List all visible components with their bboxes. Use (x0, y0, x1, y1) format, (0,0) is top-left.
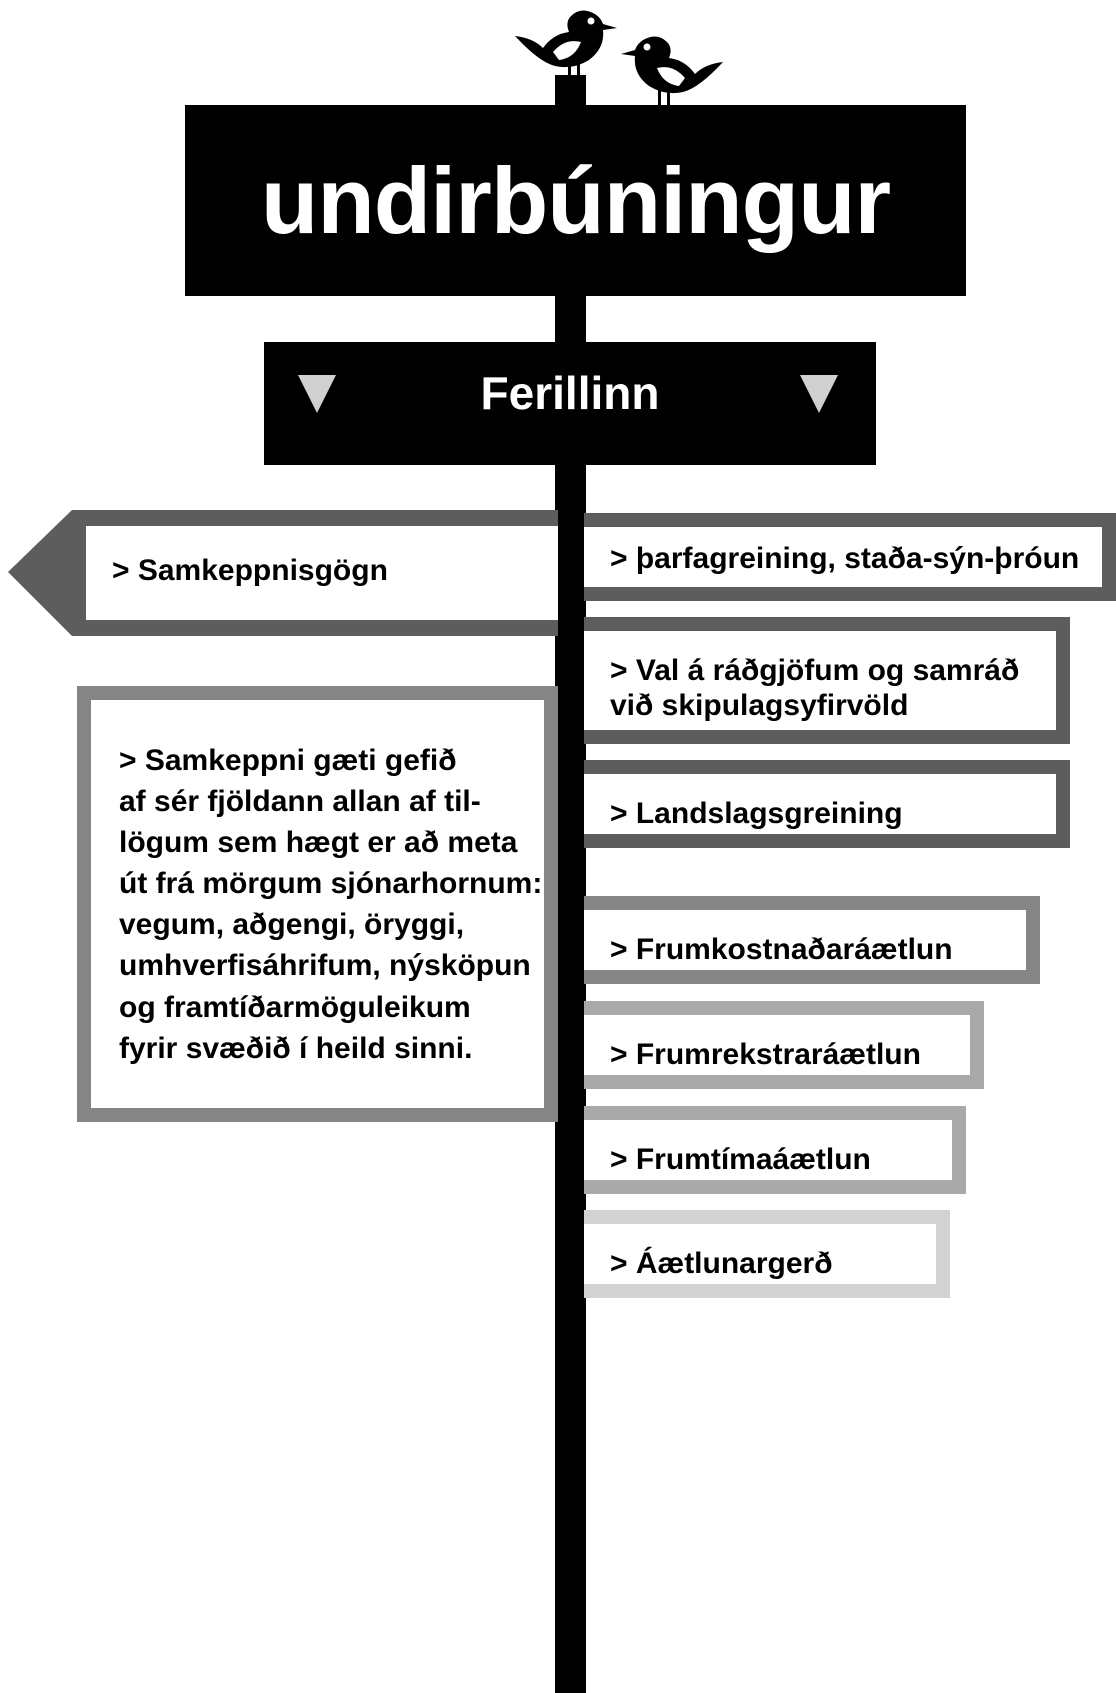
info-line: og framtíðarmöguleikum (119, 990, 471, 1024)
triangle-down-icon (800, 375, 838, 413)
subtitle-sign: Ferillinn (264, 342, 876, 465)
right-sign-frumrekstraraaetlun: > Frumrekstraráætlun (584, 1001, 984, 1089)
right-sign-aaetlunargerd: > Áætlunargerð (584, 1210, 950, 1298)
right-sign-landslagsgreining: > Landslagsgreining (584, 760, 1070, 848)
bird-icon (515, 10, 617, 80)
sign-label: > Val á ráðgjöfum og samráð við skipulag… (610, 653, 1019, 724)
triangle-down-icon (298, 375, 336, 413)
bird-icon (621, 36, 723, 106)
left-arrow-shape (8, 510, 558, 636)
left-info-box: > Samkeppni gæti gefið af sér fjöldann a… (77, 686, 558, 1122)
sign-label-line: við skipulagsyfirvöld (610, 689, 909, 723)
info-line: út frá mörgum sjónarhornum: (119, 867, 543, 901)
sign-label: > Frumtímaáætlun (610, 1143, 871, 1176)
sign-label: > Áætlunargerð (610, 1247, 833, 1280)
info-line: af sér fjöldann allan af til- (119, 785, 481, 819)
sign-label: > Landslagsgreining (610, 797, 903, 830)
sign-label: > Frumrekstraráætlun (610, 1038, 921, 1071)
sign-label-line: > Val á ráðgjöfum og samráð (610, 654, 1020, 687)
right-sign-tharfagreining: > þarfagreining, staða-sýn-þróun (584, 513, 1116, 601)
signpost-pole (555, 75, 586, 1693)
info-line: > Samkeppni gæti gefið (119, 744, 457, 777)
title-sign: undirbúningur (185, 105, 966, 296)
title: undirbúningur (260, 147, 891, 253)
info-text: > Samkeppni gæti gefið af sér fjöldann a… (119, 740, 542, 1069)
info-line: lögum sem hægt er að meta (119, 826, 518, 860)
right-sign-frumtimaaaetlun: > Frumtímaáætlun (584, 1106, 966, 1194)
left-sign-samkeppnisgogn: > Samkeppnisgögn (8, 510, 558, 636)
subtitle: Ferillinn (480, 367, 660, 419)
info-line: vegum, aðgengi, öryggi, (119, 908, 465, 942)
right-sign-frumkostnadaraetlun: > Frumkostnaðaráætlun (584, 896, 1040, 984)
info-line: fyrir svæðið í heild sinni. (119, 1031, 473, 1065)
sign-label: > Samkeppnisgögn (112, 554, 388, 587)
right-sign-val-a-radgjofum: > Val á ráðgjöfum og samráð við skipulag… (584, 617, 1070, 744)
sign-label: > þarfagreining, staða-sýn-þróun (610, 542, 1080, 575)
sign-label: > Frumkostnaðaráætlun (610, 933, 953, 966)
info-line: umhverfisáhrifum, nýsköpun (119, 949, 531, 983)
